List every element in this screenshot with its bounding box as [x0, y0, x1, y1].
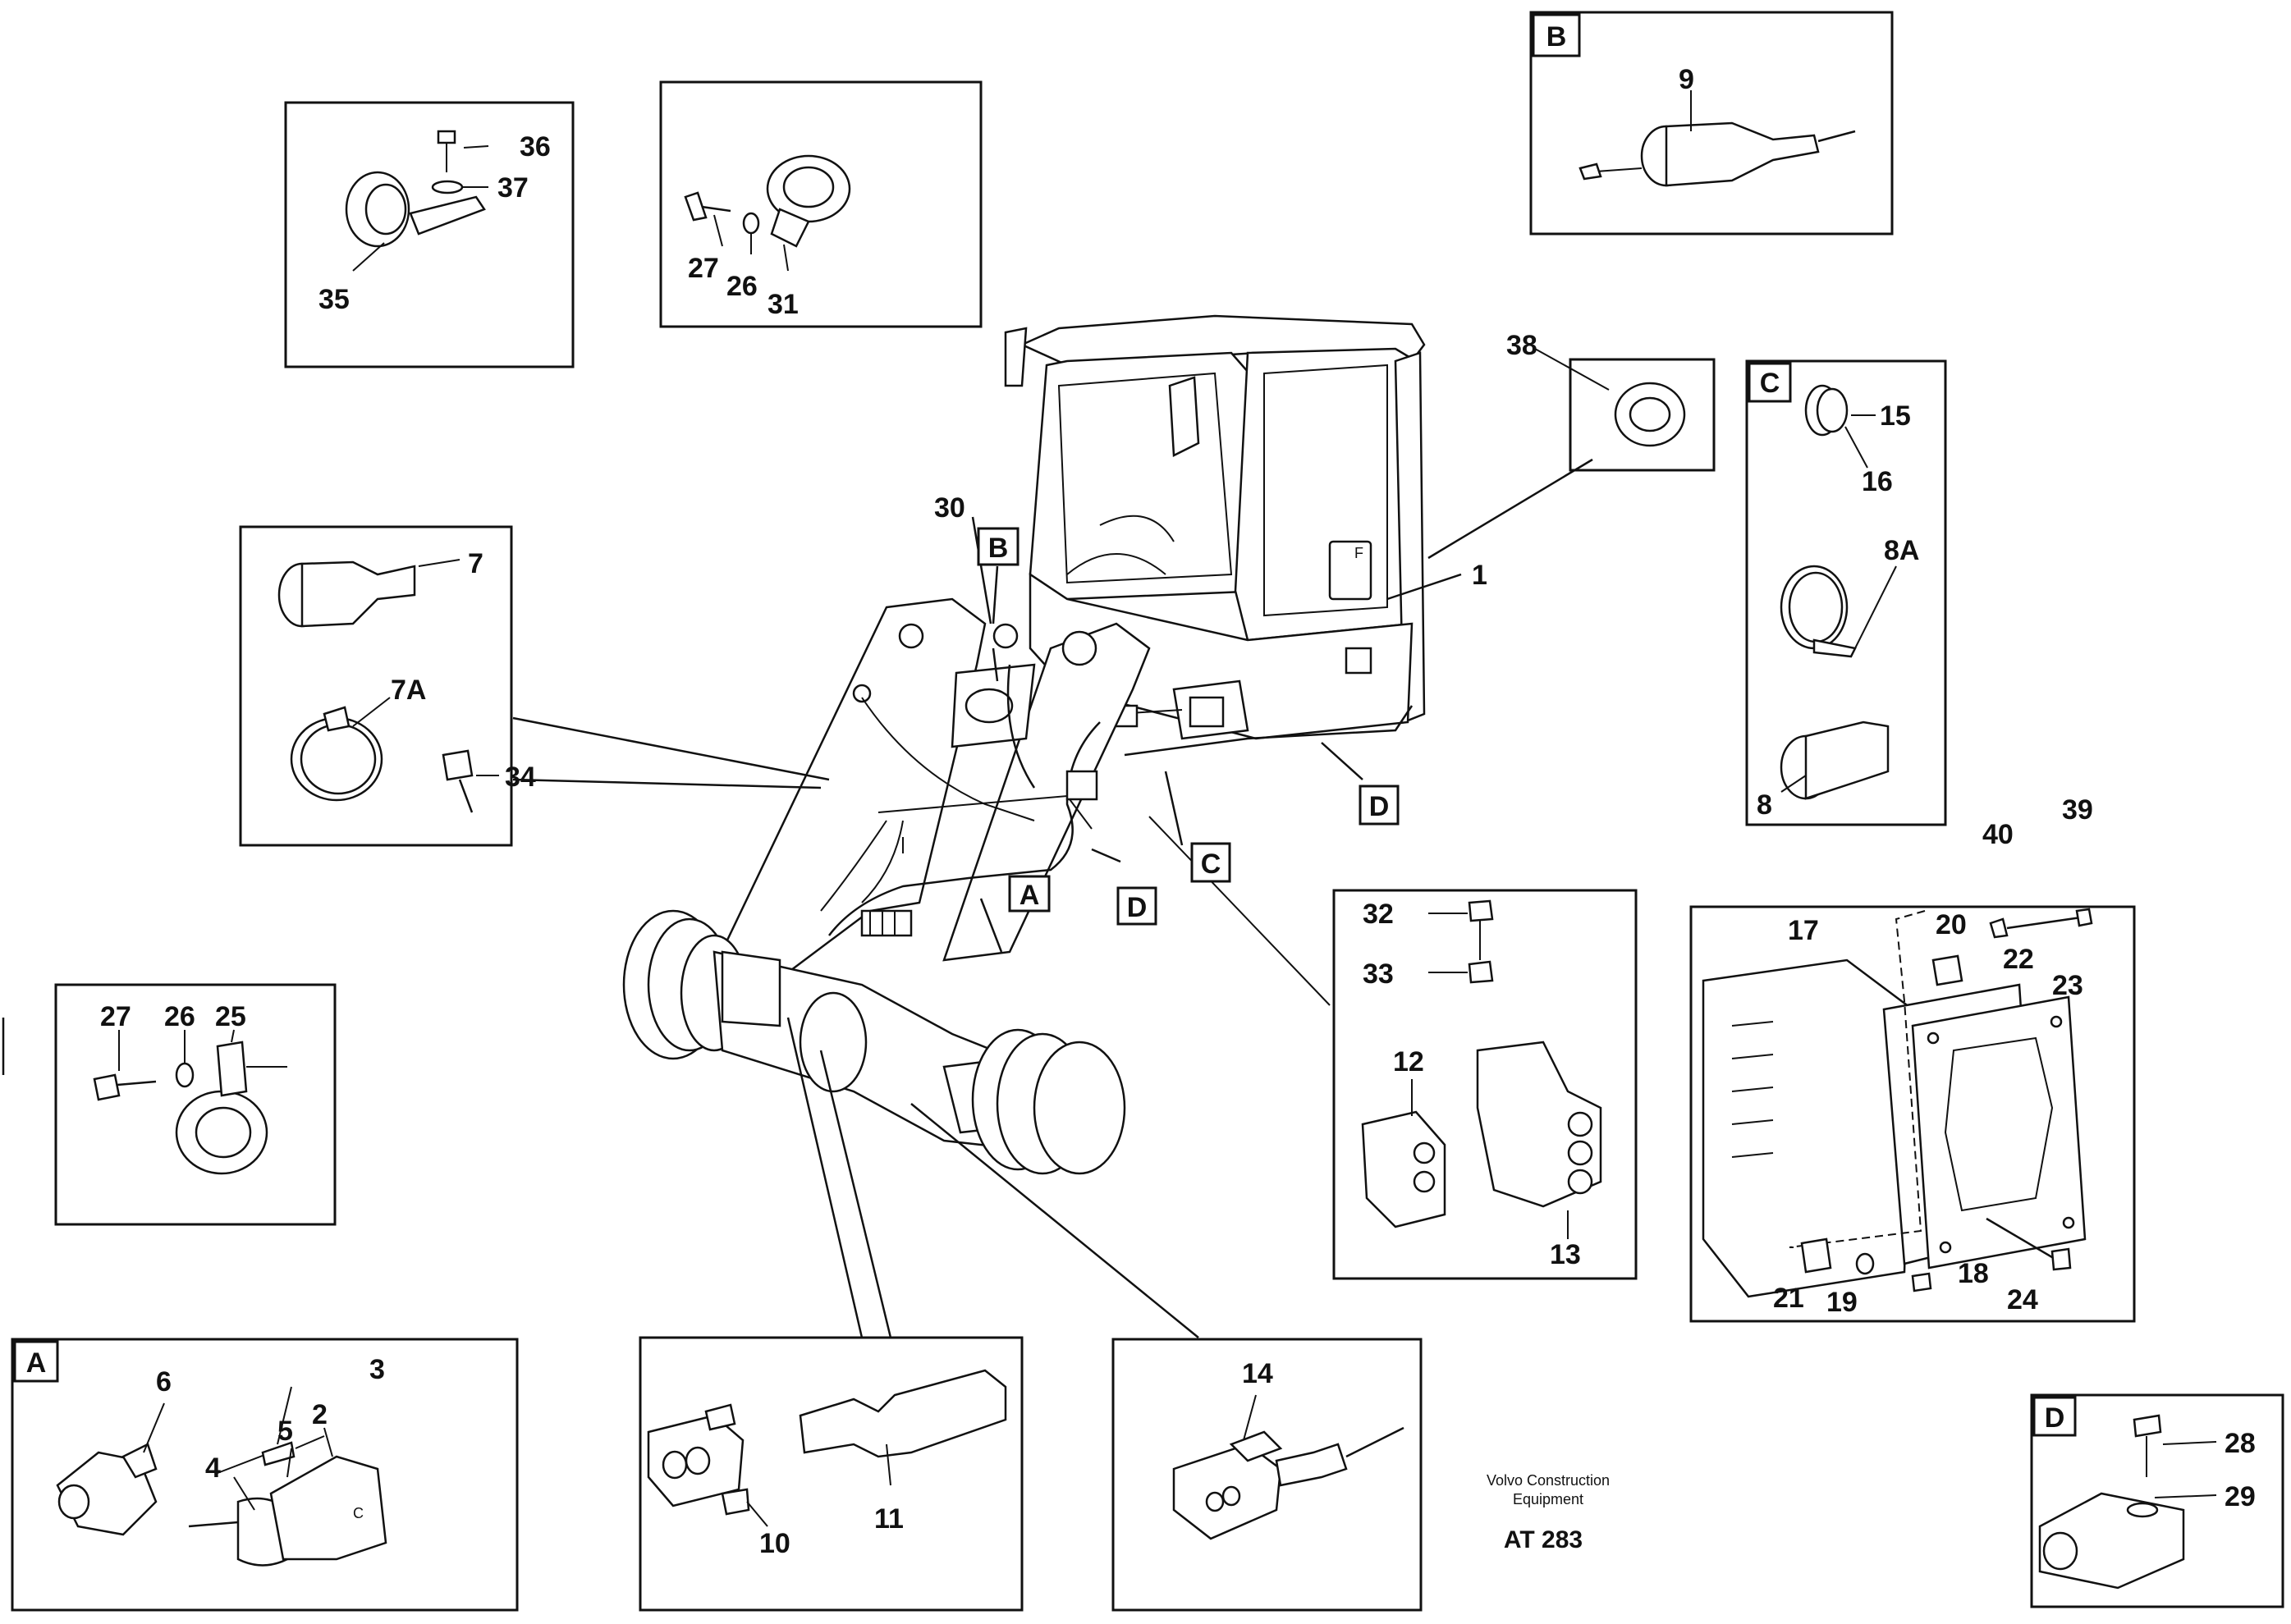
- callout-15: 15: [1880, 400, 1911, 432]
- callout-25: 25: [215, 1001, 246, 1032]
- callout-18: 18: [1958, 1258, 1989, 1289]
- wiring-harness: [828, 647, 1414, 937]
- main-tag-D: D: [1369, 791, 1390, 822]
- callout-40: 40: [1982, 819, 2014, 850]
- callout-26: 26: [164, 1001, 195, 1032]
- callout-22: 22: [2003, 944, 2034, 975]
- callout-12: 12: [1393, 1046, 1424, 1077]
- callout-9: 9: [1679, 64, 1694, 95]
- footer: Volvo Construction Equipment AT 283: [1487, 1472, 1610, 1553]
- callout-38: 38: [1506, 330, 1537, 361]
- callout-1: 1: [1472, 560, 1487, 591]
- callout-23: 23: [2052, 970, 2083, 1001]
- callout-29: 29: [2225, 1481, 2256, 1512]
- callout-6: 6: [156, 1366, 172, 1398]
- main-machine-drawing: F: [622, 314, 1426, 1175]
- callout-7A: 7A: [391, 675, 426, 706]
- callout-27: 27: [100, 1001, 131, 1032]
- detail-box-26-31: [659, 80, 983, 328]
- company-line-2: Equipment: [1513, 1491, 1583, 1507]
- callout-5: 5: [277, 1416, 293, 1447]
- callout-34: 34: [505, 762, 536, 793]
- detail-box-D: D: [2030, 1393, 2284, 1608]
- callout-24: 24: [2007, 1284, 2038, 1315]
- callout-32: 32: [1363, 899, 1394, 930]
- main-tag-B: B: [988, 533, 1009, 564]
- leader-lines: [512, 458, 1593, 1338]
- drawing-code: AT 283: [1504, 1526, 1583, 1553]
- detail-box-12-13: [1148, 816, 1638, 1280]
- callout-20: 20: [1936, 909, 1967, 940]
- detail-box-10-11: [639, 1336, 1024, 1612]
- callout-7: 7: [468, 548, 483, 579]
- detail-box-14: [1111, 1338, 1423, 1612]
- main-tags: B A D C D: [977, 527, 1400, 926]
- callout-36: 36: [520, 131, 551, 162]
- callout-4: 4: [205, 1452, 221, 1484]
- callout-33: 33: [1363, 958, 1394, 990]
- detail-box-C: C: [1745, 359, 1947, 826]
- callout-28: 28: [2225, 1428, 2256, 1459]
- callout-35: 35: [318, 284, 350, 315]
- detail-box-A: A C: [11, 1338, 519, 1612]
- callout-17: 17: [1788, 915, 1819, 946]
- callout-11: 11: [874, 1503, 904, 1535]
- main-tag-C: C: [1201, 849, 1221, 880]
- detail-box-B: B: [1529, 11, 1894, 236]
- callout-14: 14: [1242, 1358, 1273, 1389]
- label-C: C: [353, 1505, 364, 1521]
- callout-30: 30: [934, 492, 965, 524]
- callout-10: 10: [759, 1528, 790, 1559]
- callout-27-top: 27: [688, 253, 719, 284]
- company-line-1: Volvo Construction: [1487, 1472, 1610, 1489]
- tag-A: A: [26, 1347, 47, 1379]
- callout-37: 37: [497, 172, 529, 204]
- detail-box-7: [239, 525, 513, 847]
- callout-31: 31: [767, 289, 799, 320]
- callout-numbers: 36 37 35 27 26 31 9 38 15 16 8A 8 30 1 7…: [100, 64, 2256, 1559]
- label-F: F: [1354, 545, 1363, 561]
- main-tag-D-lower: D: [1127, 892, 1148, 923]
- tag-D: D: [2045, 1402, 2065, 1434]
- callout-2: 2: [312, 1399, 328, 1430]
- detail-box-17-24: [1689, 905, 2136, 1323]
- detail-box-35-37: [284, 101, 575, 368]
- detail-box-38: [1534, 348, 1716, 472]
- callout-3: 3: [369, 1354, 385, 1385]
- callout-19: 19: [1826, 1287, 1858, 1318]
- callout-13: 13: [1550, 1239, 1581, 1270]
- axle: [622, 909, 1126, 1175]
- callout-21: 21: [1773, 1283, 1804, 1314]
- callout-8A: 8A: [1884, 535, 1919, 566]
- detail-box-25-27: [54, 983, 337, 1226]
- loader-frame: [704, 597, 1151, 1011]
- callout-39: 39: [2062, 794, 2093, 826]
- tag-B: B: [1546, 21, 1567, 53]
- callout-8: 8: [1757, 789, 1772, 821]
- tag-C: C: [1760, 368, 1780, 399]
- main-tag-A: A: [1019, 880, 1040, 911]
- callout-16: 16: [1862, 466, 1893, 497]
- callout-26-top: 26: [726, 271, 758, 302]
